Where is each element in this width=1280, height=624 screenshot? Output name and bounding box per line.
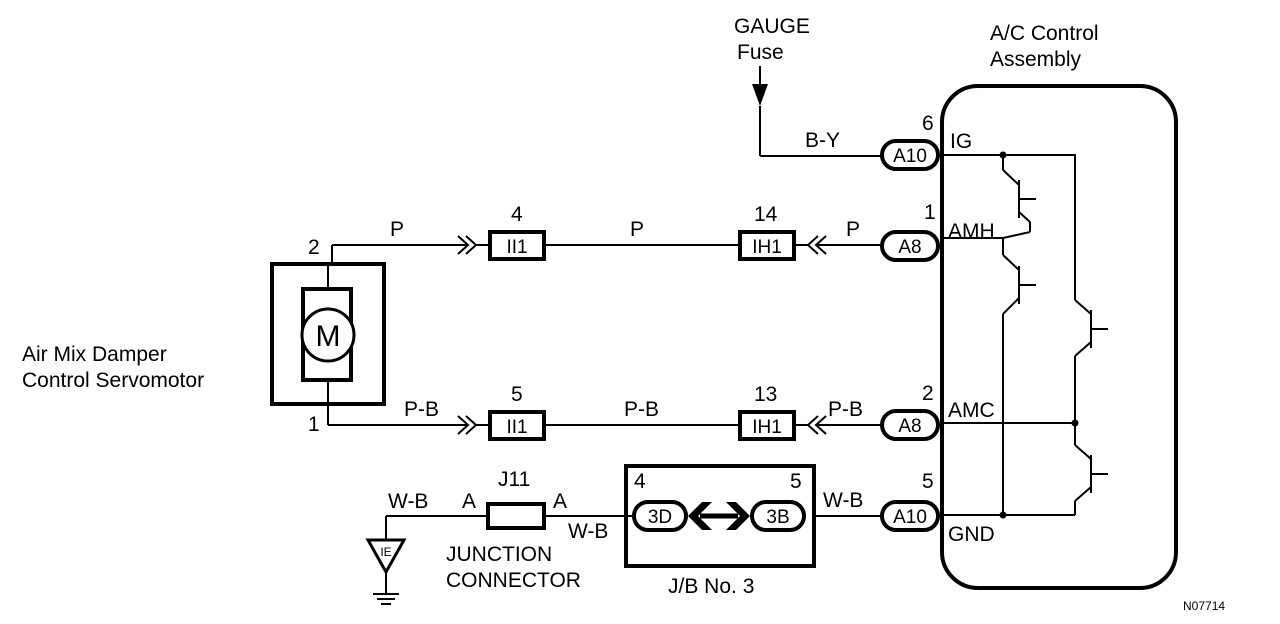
- connector-ih1-top: IH1 14: [738, 203, 796, 261]
- servomotor-label-line1: Air Mix Damper: [22, 343, 167, 366]
- arrow-connector-icon: [457, 235, 470, 255]
- servomotor-pin-top: 2: [308, 236, 320, 259]
- connector-a10-bottom-code: A10: [893, 507, 927, 528]
- terminal-ig: IG: [950, 130, 972, 153]
- terminal-amc: AMC: [948, 399, 995, 422]
- junction-label-line1: JUNCTION: [446, 543, 552, 566]
- terminal-amh: AMH: [948, 220, 995, 243]
- connector-ii1-bottom-pin: 5: [511, 383, 523, 406]
- connector-ii1-top-code: II1: [506, 237, 527, 258]
- connector-ii1-top: II1 4: [488, 203, 546, 261]
- jb-right-code: 3B: [766, 507, 789, 528]
- connector-ih1-bottom-code: IH1: [752, 417, 782, 438]
- connector-a10-top: A10 6: [880, 112, 940, 171]
- jb-internal-link-icon: [688, 502, 750, 530]
- connector-a8-top-code: A8: [898, 237, 921, 258]
- junction-label-line2: CONNECTOR: [446, 569, 581, 592]
- connector-a10-top-code: A10: [893, 146, 927, 167]
- connector-ih1-bottom-pin: 13: [754, 383, 777, 406]
- connector-ii1-top-pin: 4: [511, 203, 523, 226]
- wire-color-p-b-2: P-B: [624, 398, 659, 421]
- ac-control-assembly-box: [940, 84, 1178, 590]
- wire-color-w-b-2: W-B: [568, 520, 608, 543]
- jb-label: J/B No. 3: [668, 575, 754, 598]
- wire-color-p-b-1: P-B: [404, 398, 439, 421]
- wire-color-w-b-3: W-B: [823, 489, 863, 512]
- gauge-fuse-arrow-icon: [752, 66, 768, 156]
- arrow-connector-icon: [457, 415, 470, 435]
- connector-a8-top-pin: 1: [924, 201, 936, 224]
- wire-color-p-3: P: [846, 218, 860, 241]
- terminal-gnd: GND: [948, 523, 995, 546]
- connector-ii1-bottom: II1 5: [488, 383, 546, 441]
- ac-control-internal-circuit: [940, 151, 1108, 519]
- motor-icon: [300, 307, 356, 363]
- servomotor-label-line2: Control Servomotor: [22, 369, 204, 392]
- gauge-fuse-label-line1: GAUGE: [734, 15, 810, 38]
- wire-color-p-1: P: [390, 218, 404, 241]
- gauge-fuse-label-line2: Fuse: [737, 41, 784, 64]
- junction-code: J11: [498, 468, 530, 491]
- connector-ih1-top-code: IH1: [752, 237, 782, 258]
- servomotor-pin-bottom: 1: [308, 413, 320, 436]
- connector-a8-top: A8 1: [880, 201, 940, 262]
- connector-a8-bottom-code: A8: [898, 416, 921, 437]
- wire-color-p-2: P: [630, 218, 644, 241]
- connector-a10-bottom-pin: 5: [922, 470, 934, 493]
- ground-icon: IE: [365, 538, 407, 605]
- ground-code: IE: [380, 545, 391, 559]
- junction-pin-right: A: [553, 490, 567, 513]
- jb-pin-left: 4: [634, 470, 646, 493]
- connector-ih1-bottom: IH1 13: [738, 383, 796, 441]
- connector-ih1-top-pin: 14: [754, 203, 778, 226]
- wire-color-w-b-1: W-B: [388, 490, 428, 513]
- jb-left-code: 3D: [648, 507, 672, 528]
- figure-id: N07714: [1183, 599, 1225, 613]
- wire-color-b-y: B-Y: [805, 129, 840, 152]
- ac-control-label-line1: A/C Control: [990, 22, 1099, 45]
- junction-connector-box: [486, 502, 546, 530]
- connector-a8-bottom: A8 2: [880, 382, 940, 441]
- connector-ii1-bottom-code: II1: [506, 417, 527, 438]
- connector-a8-bottom-pin: 2: [922, 382, 934, 405]
- connector-a10-top-pin: 6: [922, 112, 934, 135]
- motor-symbol: M: [316, 320, 341, 353]
- jb-pin-right: 5: [790, 470, 802, 493]
- junction-pin-left: A: [462, 490, 476, 513]
- connector-a10-bottom: A10 5: [880, 470, 940, 532]
- wire-color-p-b-3: P-B: [828, 398, 863, 421]
- ac-control-label-line2: Assembly: [990, 48, 1082, 71]
